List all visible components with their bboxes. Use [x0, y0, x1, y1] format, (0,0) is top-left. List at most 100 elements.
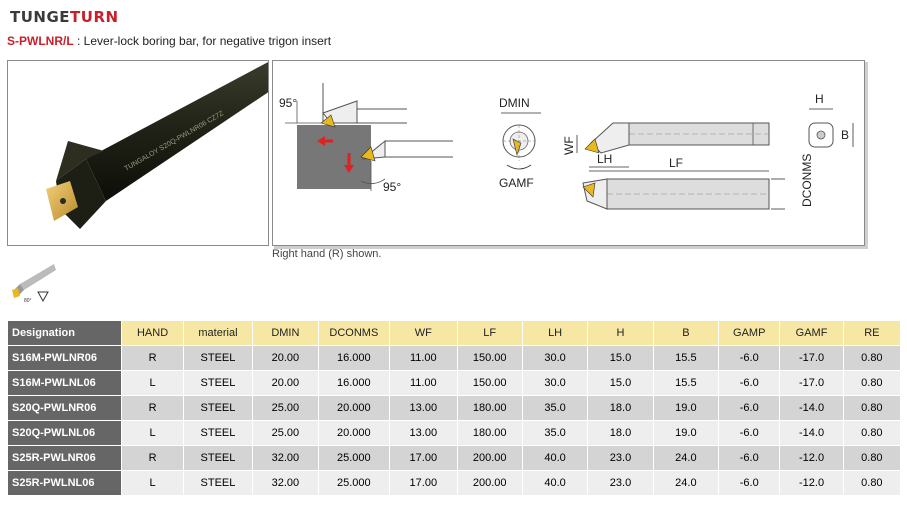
brand-logo-part2: TURN: [70, 8, 119, 26]
table-cell: 0.80: [842, 395, 902, 421]
table-cell: 18.0: [587, 395, 654, 421]
table-cell: 180.00: [456, 420, 523, 446]
table-cell: 16.000: [317, 345, 391, 371]
table-cell: 23.0: [587, 470, 654, 496]
table-cell: 200.00: [456, 445, 523, 471]
table-cell: 18.0: [587, 420, 654, 446]
wf-label: WF: [562, 136, 576, 155]
table-cell: 11.00: [389, 345, 458, 371]
brand-logo-part1: TUNGE: [10, 8, 71, 26]
table-cell: 13.00: [389, 395, 458, 421]
table-cell: 35.0: [521, 395, 589, 421]
table-cell: 24.0: [652, 445, 720, 471]
col-gamf: GAMF: [779, 320, 844, 346]
col-hand: HAND: [121, 320, 184, 346]
table-cell: 20.000: [317, 420, 391, 446]
table-cell: 0.80: [842, 345, 902, 371]
table-cell: 17.00: [389, 445, 458, 471]
table-cell: -6.0: [718, 370, 781, 396]
table-cell: 13.00: [389, 420, 458, 446]
table-cell: 20.00: [252, 345, 319, 371]
side-view-bottom: DCONMS: [582, 154, 814, 210]
table-cell: 25.000: [317, 445, 391, 471]
table-cell: 15.5: [652, 370, 720, 396]
table-cell: 19.0: [652, 420, 720, 446]
table-cell: 24.0: [652, 470, 720, 496]
technical-drawing: 95° 95° DMIN GAMF: [279, 83, 854, 210]
col-dmin: DMIN: [252, 320, 319, 346]
table-header-row: Designation HAND material DMIN DCONMS WF…: [6, 320, 902, 346]
table-cell: 19.0: [652, 395, 720, 421]
table-cell: 25.000: [317, 470, 391, 496]
designation-cell: S20Q-PWLNL06: [6, 420, 123, 446]
table-cell: STEEL: [182, 470, 254, 496]
designation-cell: S16M-PWLNR06: [6, 345, 123, 371]
product-photo-panel: TUNGALOY S20Q-PWLNR06 CZ7Z: [7, 60, 269, 246]
technical-drawing-panel: 95° 95° DMIN GAMF: [272, 60, 865, 246]
col-material: material: [182, 320, 254, 346]
table-cell: STEEL: [182, 395, 254, 421]
table-cell: 0.80: [842, 420, 902, 446]
col-wf: WF: [389, 320, 458, 346]
table-cell: 11.00: [389, 370, 458, 396]
workpiece: [297, 125, 371, 189]
table-cell: L: [121, 420, 184, 446]
approach-angle-bottom: 95°: [383, 180, 401, 194]
designation-cell: S25R-PWLNR06: [6, 445, 123, 471]
table-cell: -17.0: [779, 345, 844, 371]
col-gamp: GAMP: [718, 320, 781, 346]
approach-angle-top: 95°: [279, 96, 297, 110]
product-code: S-PWLNR/L: [7, 34, 74, 48]
clamp-screw: [60, 198, 66, 204]
table-cell: 0.80: [842, 470, 902, 496]
table-cell: STEEL: [182, 370, 254, 396]
b-label: B: [841, 128, 849, 142]
col-lh: LH: [521, 320, 589, 346]
col-lf: LF: [456, 320, 523, 346]
panel-shadow-bottom: [274, 246, 868, 249]
table-cell: 15.0: [587, 345, 654, 371]
table-cell: -12.0: [779, 470, 844, 496]
designation-cell: S16M-PWLNL06: [6, 370, 123, 396]
col-re: RE: [842, 320, 902, 346]
lh-label: LH: [597, 152, 612, 166]
designation-cell: S20Q-PWLNR06: [6, 395, 123, 421]
table-cell: 25.00: [252, 395, 319, 421]
table-cell: 150.00: [456, 345, 523, 371]
gamf-label: GAMF: [499, 176, 534, 190]
table-cell: 35.0: [521, 420, 589, 446]
table-cell: 30.0: [521, 370, 589, 396]
brand-logo: TUNGETURN: [10, 8, 119, 26]
dmin-label: DMIN: [499, 96, 530, 110]
table-cell: 150.00: [456, 370, 523, 396]
table-cell: -17.0: [779, 370, 844, 396]
table-cell: 25.00: [252, 420, 319, 446]
col-dconms: DCONMS: [317, 320, 391, 346]
product-description: Lever-lock boring bar, for negative trig…: [83, 34, 332, 48]
table-cell: 15.0: [587, 370, 654, 396]
table-cell: -14.0: [779, 420, 844, 446]
insert-thumbnail: 80°: [12, 264, 56, 304]
col-h: H: [587, 320, 654, 346]
table-cell: -6.0: [718, 470, 781, 496]
table-cell: 40.0: [521, 445, 589, 471]
table-cell: 32.00: [252, 445, 319, 471]
table-cell: STEEL: [182, 345, 254, 371]
table-cell: 32.00: [252, 470, 319, 496]
page-title: S-PWLNR/L : Lever-lock boring bar, for n…: [7, 34, 331, 48]
specification-table: Designation HAND material DMIN DCONMS WF…: [6, 320, 902, 496]
upper-tool-view: 95°: [279, 83, 407, 128]
table-cell: L: [121, 470, 184, 496]
table-cell: 20.000: [317, 395, 391, 421]
table-cell: R: [121, 395, 184, 421]
end-view-bore: DMIN GAMF: [499, 96, 541, 190]
table-cell: -14.0: [779, 395, 844, 421]
table-cell: R: [121, 345, 184, 371]
table-cell: 180.00: [456, 395, 523, 421]
title-separator: :: [73, 34, 84, 48]
thumbnail-angle-label: 80°: [24, 298, 32, 304]
